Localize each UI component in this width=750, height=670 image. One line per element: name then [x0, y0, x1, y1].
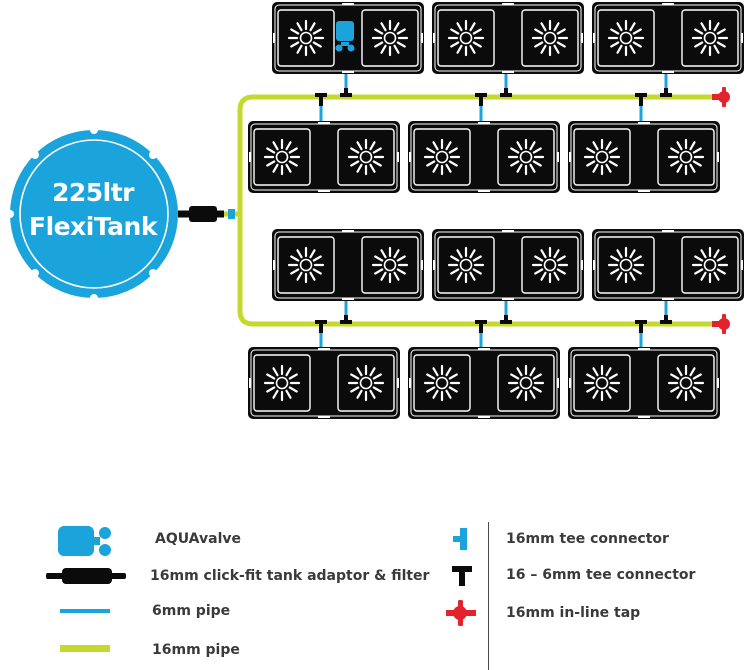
tee-connector-1 [315, 93, 327, 106]
6mm-drip-lines [319, 44, 668, 348]
legend-label-16mm-pipe: 16mm pipe [152, 642, 240, 658]
pot-5-2 [497, 128, 555, 186]
pot-2-2 [521, 9, 579, 67]
pot-8-1 [437, 236, 495, 294]
irrigation-diagram [6, 2, 744, 419]
pot-1-1 [277, 9, 335, 67]
pot-7-1 [277, 236, 335, 294]
grow-module-11 [408, 347, 560, 419]
legend-label-16-6mm-tee: 16 – 6mm tee connector [506, 567, 696, 583]
legend-label-16mm-tee: 16mm tee connector [506, 531, 669, 547]
tee-connector-9 [475, 320, 487, 333]
tee-connector-2 [340, 88, 352, 97]
tee-connector-6 [660, 88, 672, 97]
pot-10-2 [337, 354, 395, 412]
tee-connector-12 [660, 315, 672, 324]
pot-6-2 [657, 128, 715, 186]
legend-label-6mm-pipe: 6mm pipe [152, 603, 231, 619]
tee-connector-5 [635, 93, 647, 106]
pot-11-1 [413, 354, 471, 412]
grow-module-4 [248, 121, 400, 193]
tee-connector-8 [340, 315, 352, 324]
tank-label: 225ltr FlexiTank [18, 176, 168, 244]
legend-label-tank-adaptor: 16mm click-fit tank adaptor & filter [150, 568, 430, 584]
flexitank [6, 126, 178, 302]
pot-1-2 [361, 9, 419, 67]
inline-tap-top [712, 87, 730, 107]
pot-9-2 [681, 236, 739, 294]
legend: AQUAvalve 16mm click-fit tank adaptor & … [0, 510, 750, 670]
aquavalve-icon [58, 526, 111, 556]
aquavalve [335, 21, 355, 52]
pot-6-1 [573, 128, 631, 186]
legend-divider [488, 522, 489, 670]
pot-4-2 [337, 128, 395, 186]
16-6mm-tee-connector-icon [452, 566, 472, 586]
grow-module-7 [272, 229, 424, 301]
legend-label-aquavalve: AQUAvalve [155, 531, 242, 547]
grow-module-9 [592, 229, 744, 301]
tank-adaptor-filter-icon [46, 568, 126, 584]
tank-capacity-text: 225ltr [51, 178, 135, 207]
grow-module-2 [432, 2, 584, 74]
pot-7-2 [361, 236, 419, 294]
tee-connector-7 [315, 320, 327, 333]
pot-12-2 [657, 354, 715, 412]
tank-name-text: FlexiTank [29, 212, 157, 241]
grow-module-5 [408, 121, 560, 193]
16mm-pipe-icon [60, 645, 110, 652]
tee-connector-4 [500, 88, 512, 97]
pot-8-2 [521, 236, 579, 294]
tee-connector-11 [635, 320, 647, 333]
tee-connector-3 [475, 93, 487, 106]
grow-module-8 [432, 229, 584, 301]
grow-module-3 [592, 2, 744, 74]
pot-9-1 [597, 236, 655, 294]
16mm-inline-tap-icon [446, 600, 476, 626]
pot-12-1 [573, 354, 631, 412]
pot-5-1 [413, 128, 471, 186]
grow-module-10 [248, 347, 400, 419]
pot-4-1 [253, 128, 311, 186]
pot-10-1 [253, 354, 311, 412]
pot-2-1 [437, 9, 495, 67]
pot-11-2 [497, 354, 555, 412]
inline-tap-bottom [712, 314, 730, 334]
pot-3-1 [597, 9, 655, 67]
legend-label-inline-tap: 16mm in-line tap [506, 605, 641, 621]
pot-3-2 [681, 9, 739, 67]
tank-adaptor-filter [178, 206, 235, 222]
grow-module-12 [568, 347, 720, 419]
grow-module-6 [568, 121, 720, 193]
tee-connector-10 [500, 315, 512, 324]
16mm-tee-connector-icon [453, 528, 467, 550]
6mm-pipe-icon [60, 609, 110, 613]
